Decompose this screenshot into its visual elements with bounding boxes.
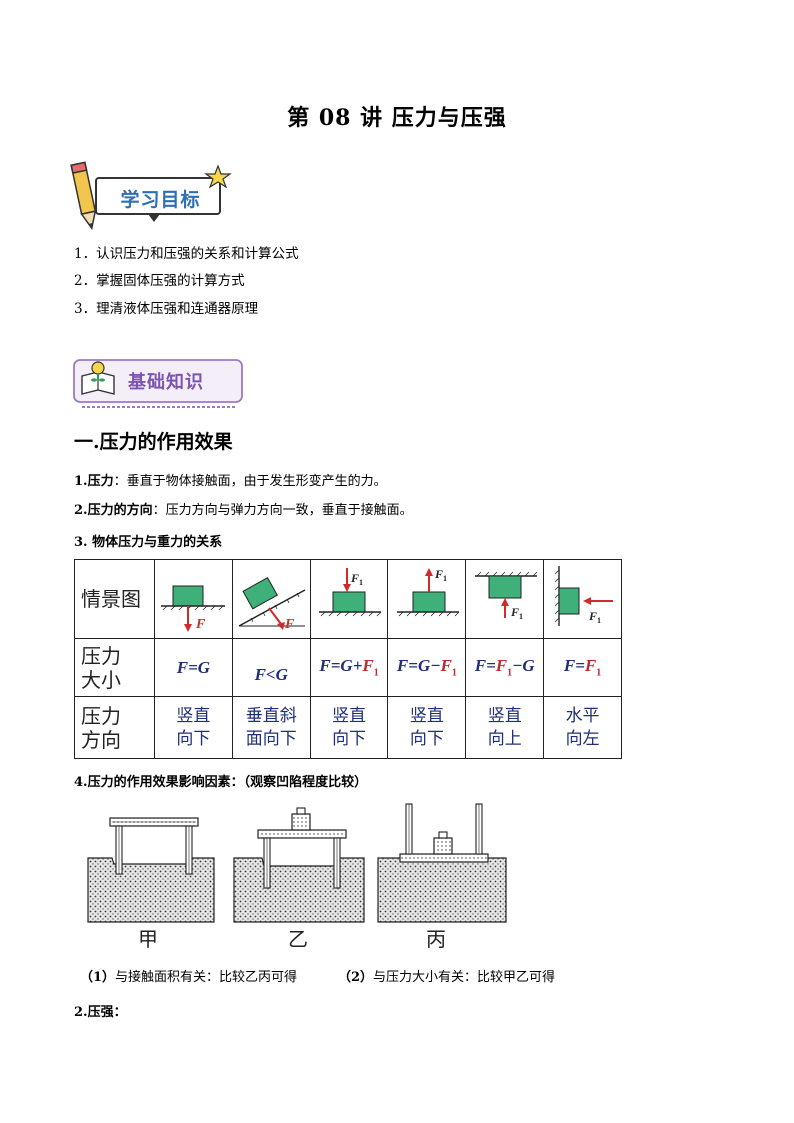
item-2-num: 2. xyxy=(74,503,88,518)
knowledge-badge-label: 基础知识 xyxy=(128,372,204,393)
direction-3: 竖直 向下 xyxy=(309,696,389,759)
item-3: 3. 物体压力与重力的关系 xyxy=(74,535,223,550)
formula-3: F=G+F1 xyxy=(309,638,389,697)
star-icon xyxy=(204,164,232,189)
formula-5: F=F1−G xyxy=(465,638,545,697)
setup-jia xyxy=(87,817,215,923)
setup-yi xyxy=(233,807,365,923)
item-1-text: ：垂直于物体接触面，由于发生形变产生的力。 xyxy=(113,474,387,489)
direction-2: 垂直斜 面向下 xyxy=(231,696,311,759)
setup-bing xyxy=(377,803,507,923)
sand-experiment-figure: 甲 乙 丙 xyxy=(87,803,507,951)
knowledge-badge: 基础知识 xyxy=(72,358,246,410)
formula-6: F=F1 xyxy=(543,638,622,697)
pencil-icon xyxy=(70,161,232,231)
caption-2-text: 与压力大小有关：比较甲乙可得 xyxy=(373,970,556,985)
scene-6: F1 xyxy=(543,559,622,639)
caption-1: （1）与接触面积有关：比较乙丙可得 xyxy=(80,966,297,985)
label-jia: 甲 xyxy=(138,927,158,951)
section-heading: 一.压力的作用效果 xyxy=(74,431,233,453)
formula-4: F=G−F1 xyxy=(387,638,467,697)
force-label-2: F xyxy=(284,617,295,632)
objective-2: 2．掌握固体压强的计算方式 xyxy=(74,273,245,289)
force-label-4: F1 xyxy=(434,567,447,583)
scene-1: F xyxy=(154,559,233,639)
caption-2-num: （2） xyxy=(338,970,374,985)
item-2: 2.压力的方向：压力方向与弹力方向一致，垂直于接触面。 xyxy=(74,499,413,518)
direction-1: 竖直 向下 xyxy=(154,696,233,759)
item-pressure: 2.压强： xyxy=(74,1005,127,1020)
scene-5: F1 xyxy=(465,559,545,639)
objective-1: 1．认识压力和压强的关系和计算公式 xyxy=(74,246,299,262)
force-label-5: F1 xyxy=(510,605,523,621)
item-2-label: 压力的方向 xyxy=(87,503,153,518)
page-title: 第 08 讲 压力与压强 xyxy=(287,105,507,131)
force-table: 情景图 F xyxy=(74,559,622,759)
item-1: 1.压力：垂直于物体接触面，由于发生形变产生的力。 xyxy=(74,470,387,489)
row-label-magnitude: 压力 大小 xyxy=(74,638,155,697)
item-1-label: 压力 xyxy=(87,474,114,489)
label-yi: 乙 xyxy=(288,927,308,951)
item-1-num: 1. xyxy=(74,474,88,489)
goals-badge-label: 学习目标 xyxy=(120,189,201,211)
scene-2: F xyxy=(231,559,311,639)
force-label-1: F xyxy=(195,617,206,632)
scene-3: F1 xyxy=(309,559,389,639)
formula-2: F<G xyxy=(231,638,311,697)
objective-3: 3．理清液体压强和连通器原理 xyxy=(74,301,259,317)
caption-2: （2）与压力大小有关：比较甲乙可得 xyxy=(338,966,555,985)
row-label-scene: 情景图 xyxy=(74,559,155,639)
direction-5: 竖直 向上 xyxy=(465,696,545,759)
scene-4: F1 xyxy=(387,559,467,639)
force-label-6: F1 xyxy=(588,609,601,625)
direction-6: 水平 向左 xyxy=(543,696,622,759)
row-label-direction: 压力 方向 xyxy=(74,696,155,759)
caption-1-text: 与接触面积有关：比较乙丙可得 xyxy=(115,970,298,985)
formula-1: F=G xyxy=(154,638,233,697)
item-4: 4.压力的作用效果影响因素：（观察凹陷程度比较） xyxy=(74,775,368,790)
goals-badge: 学习目标 xyxy=(68,156,238,236)
book-bulb-icon xyxy=(81,361,115,395)
force-label-3: F1 xyxy=(350,571,363,587)
item-2-text: ：压力方向与弹力方向一致，垂直于接触面。 xyxy=(152,503,413,518)
label-bing: 丙 xyxy=(426,927,446,951)
caption-1-num: （1） xyxy=(80,970,116,985)
direction-4: 竖直 向下 xyxy=(387,696,467,759)
